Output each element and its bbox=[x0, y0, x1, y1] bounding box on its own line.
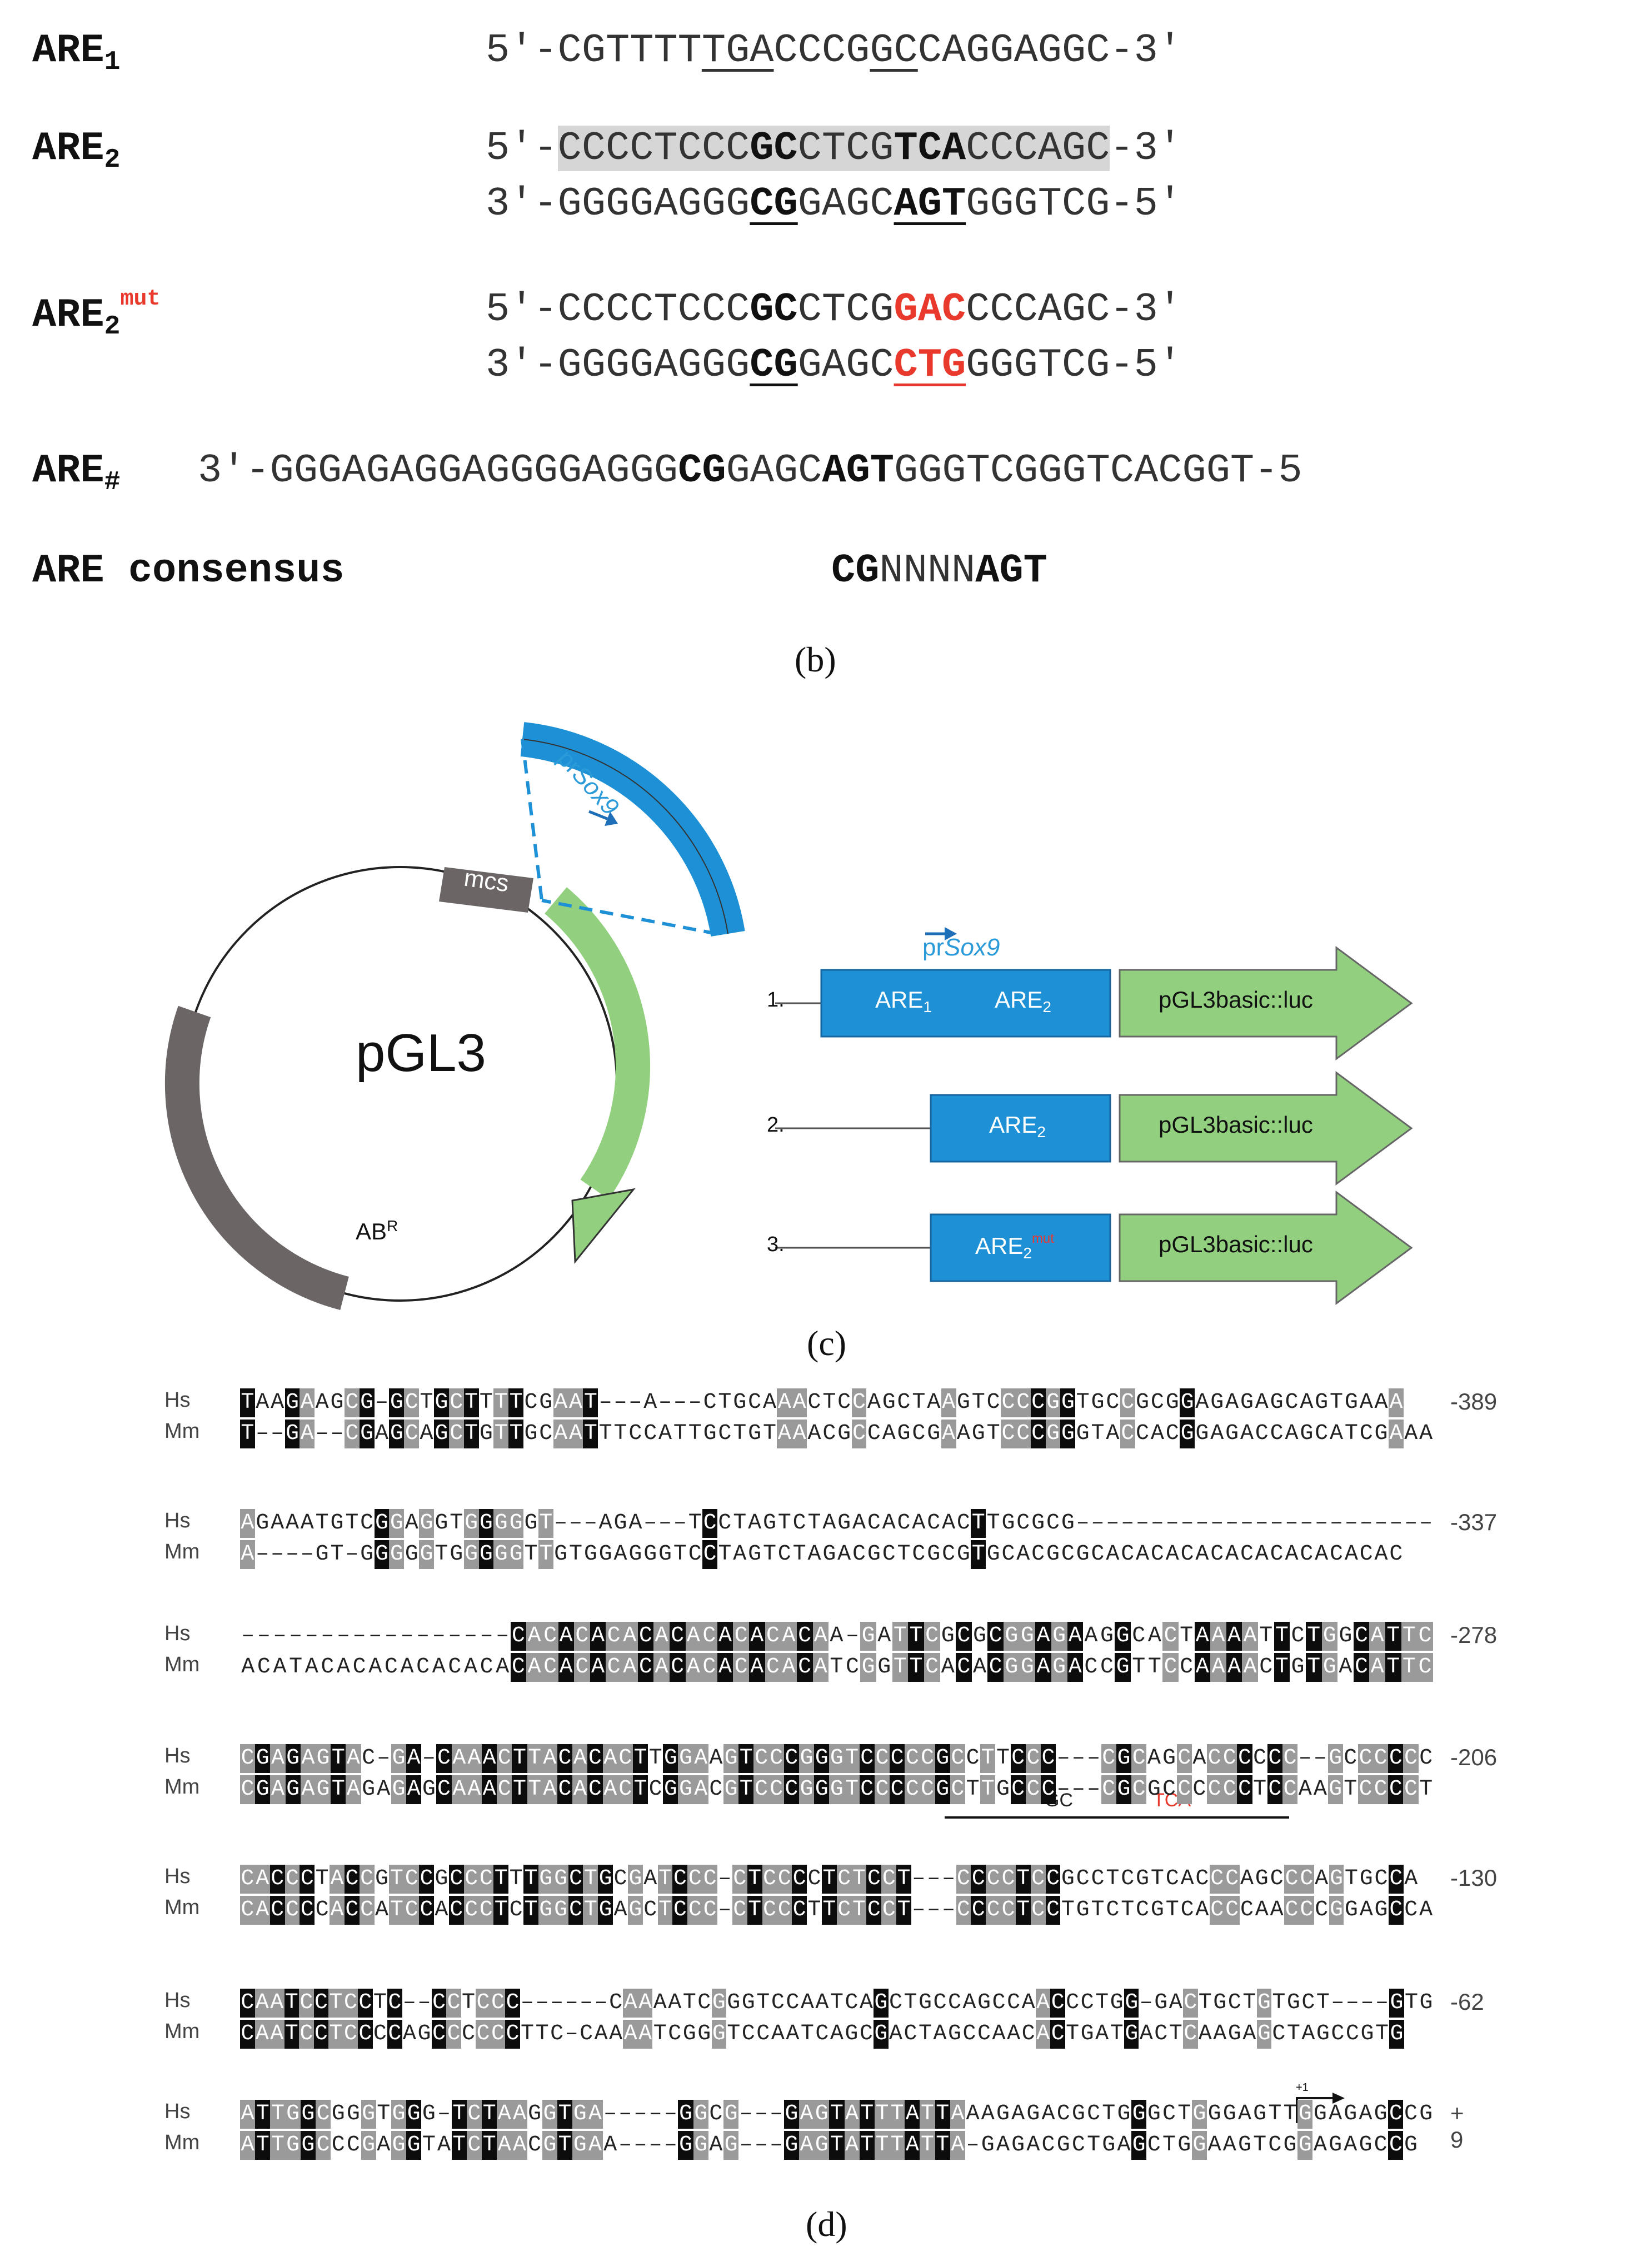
are2mut-label: ARE2mut bbox=[32, 287, 161, 342]
construct-3-luc-label: pGL3basic::luc bbox=[1159, 1231, 1313, 1257]
consensus-sequence: CGNNNNAGT bbox=[831, 548, 1047, 594]
construct-3-box bbox=[930, 1213, 1111, 1282]
are2-bracket bbox=[945, 1816, 1289, 1819]
are1-label: ARE1 bbox=[32, 28, 121, 77]
construct-2-luc bbox=[1119, 1071, 1413, 1186]
species-label: Hs bbox=[164, 1744, 191, 1767]
tss-arrow bbox=[1296, 2093, 1345, 2123]
species-label: Mm bbox=[164, 1420, 200, 1443]
species-label: Hs bbox=[164, 1989, 191, 2012]
construct-1-luc-label: pGL3basic::luc bbox=[1159, 987, 1313, 1013]
species-label: Mm bbox=[164, 1540, 200, 1563]
are1-sequence: 5′-CGTTTTTGACCCGGCCAGGAGGC-3′ bbox=[486, 28, 1182, 73]
species-label: Hs bbox=[164, 1388, 191, 1412]
plasmid-diagram bbox=[164, 722, 1413, 1311]
luciferase-arrowhead bbox=[571, 1188, 636, 1264]
construct-2-luc-label: pGL3basic::luc bbox=[1159, 1112, 1313, 1138]
are2-bottom-strand: 3′-GGGGAGGGCGGAGCAGTGGGTCG-5′ bbox=[486, 181, 1182, 227]
construct-3-are2mut: ARE2mut bbox=[975, 1231, 1054, 1262]
are2-top-strand: 5′-CCCCTCCCGCCTCGTCACCCAGC-3′ bbox=[486, 126, 1182, 171]
species-label: Hs bbox=[164, 2100, 191, 2123]
prsox9-label-construct: prSox9 bbox=[922, 934, 1000, 961]
species-label: Mm bbox=[164, 1775, 200, 1799]
position-label: -206 bbox=[1450, 1744, 1498, 1770]
are2-label: ARE2 bbox=[32, 126, 121, 175]
are2mut-top-strand: 5′-CCCCTCCCGCCTCGGACCCCAGC-3′ bbox=[486, 287, 1182, 332]
panel-c-caption: (c) bbox=[807, 1323, 847, 1363]
are-hash-label: ARE# bbox=[32, 448, 121, 497]
mcs-box bbox=[439, 867, 533, 913]
species-label: Mm bbox=[164, 2020, 200, 2043]
construct-1-box bbox=[820, 969, 1111, 1038]
species-label: Hs bbox=[164, 1509, 191, 1532]
construct-3-luc bbox=[1119, 1191, 1413, 1305]
construct-2-box bbox=[930, 1094, 1111, 1163]
dashed-line-left bbox=[521, 739, 543, 901]
construct-2-number: 2. bbox=[767, 1113, 785, 1137]
panel-d-caption: (d) bbox=[806, 2204, 847, 2244]
construct-2-are2: ARE2 bbox=[989, 1112, 1046, 1141]
species-label: Mm bbox=[164, 1896, 200, 1919]
are2mut-bottom-strand: 3′-GGGGAGGGCGGAGCCTGGGGTCG-5′ bbox=[486, 342, 1182, 388]
construct-1-number: 1. bbox=[767, 988, 785, 1012]
construct-1-are2: ARE2 bbox=[995, 987, 1051, 1015]
sox9-arrow-plasmid bbox=[588, 810, 609, 821]
dashed-line-right bbox=[541, 899, 717, 935]
plasmid-name: pGL3 bbox=[356, 1023, 486, 1083]
species-label: Hs bbox=[164, 1865, 191, 1888]
construct-3-number: 3. bbox=[767, 1233, 785, 1256]
consensus-label: ARE consensus bbox=[32, 548, 345, 594]
position-label: -62 bbox=[1450, 1989, 1484, 2015]
ab-resistance-label: ABR bbox=[356, 1217, 398, 1244]
species-label: Mm bbox=[164, 1653, 200, 1676]
tss-label: +1 bbox=[1296, 2081, 1309, 2094]
position-label: -389 bbox=[1450, 1388, 1498, 1415]
ampicillin-resistance-arc bbox=[164, 1005, 349, 1311]
are-hash-sequence: 3′-GGGAGAGGAGGGGAGGGCGGAGCAGTGGGTCGGGTCA… bbox=[198, 448, 1302, 494]
position-label: -337 bbox=[1450, 1509, 1498, 1535]
luciferase-arc bbox=[544, 887, 650, 1199]
panel-b-caption: (b) bbox=[795, 640, 836, 679]
position-label: -278 bbox=[1450, 1622, 1498, 1648]
species-label: Mm bbox=[164, 2131, 200, 2154]
position-label: + 9 bbox=[1450, 2100, 1464, 2153]
construct-1-are1: ARE1 bbox=[875, 987, 932, 1015]
construct-1-luc bbox=[1119, 946, 1413, 1060]
position-label: -130 bbox=[1450, 1865, 1498, 1891]
species-label: Hs bbox=[164, 1622, 191, 1645]
